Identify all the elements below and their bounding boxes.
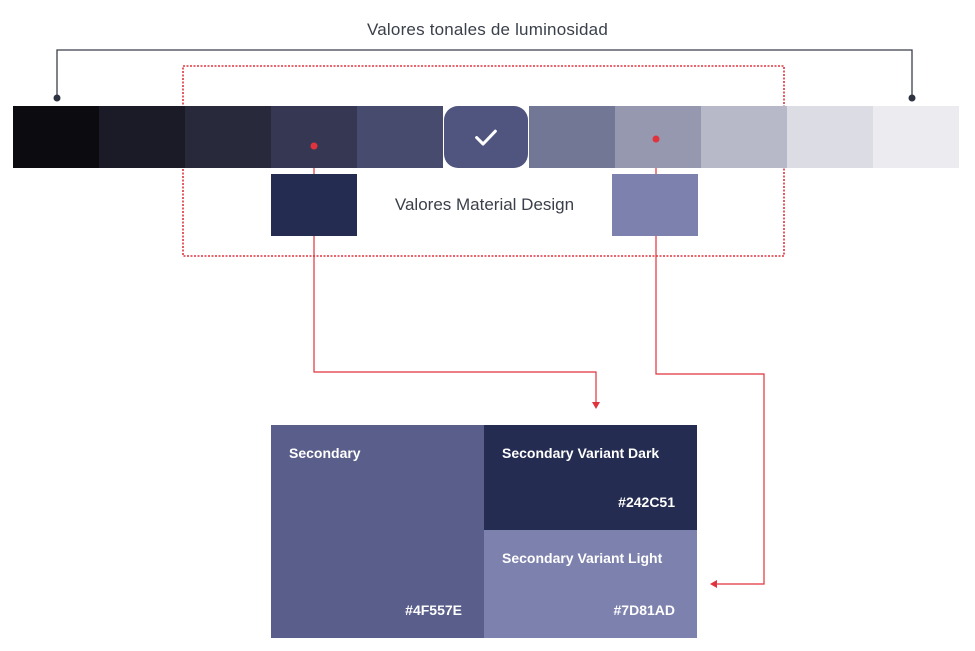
card-variant-light-name: Secondary Variant Light bbox=[502, 550, 663, 566]
arrow-head-down bbox=[592, 402, 600, 409]
material-swatch-dark bbox=[271, 174, 357, 236]
tonal-swatch-selected bbox=[444, 106, 528, 168]
tonal-swatch bbox=[99, 106, 185, 168]
tonal-swatch bbox=[13, 106, 99, 168]
tonal-swatch bbox=[271, 106, 357, 168]
card-secondary: Secondary #4F557E bbox=[271, 425, 484, 638]
tonal-swatch bbox=[529, 106, 615, 168]
card-secondary-name: Secondary bbox=[289, 445, 361, 461]
arrow-to-secondary bbox=[313, 146, 597, 403]
bracket-end-dot bbox=[908, 94, 916, 102]
material-swatch-light bbox=[612, 174, 698, 236]
card-variant-dark-name: Secondary Variant Dark bbox=[502, 445, 660, 461]
card-secondary-hex: #4F557E bbox=[405, 602, 462, 618]
check-icon bbox=[475, 129, 497, 146]
tonal-swatch bbox=[787, 106, 873, 168]
card-variant-light-hex: #7D81AD bbox=[613, 602, 675, 618]
tonal-swatch bbox=[357, 106, 443, 168]
range-bracket bbox=[56, 49, 913, 98]
tonal-swatch bbox=[701, 106, 787, 168]
card-variant-dark: Secondary Variant Dark #242C51 bbox=[484, 425, 697, 530]
diagram-title: Valores tonales de luminosidad bbox=[367, 20, 608, 39]
material-label: Valores Material Design bbox=[394, 195, 575, 214]
dot-light-source bbox=[652, 135, 660, 143]
card-variant-dark-hex: #242C51 bbox=[618, 494, 675, 510]
tonal-scale bbox=[13, 106, 959, 168]
bracket-start-dot bbox=[53, 94, 61, 102]
arrow-to-variant-light bbox=[655, 139, 765, 585]
arrow-head-left bbox=[710, 580, 717, 588]
dot-dark-source bbox=[310, 142, 318, 150]
tonal-swatch bbox=[873, 106, 959, 168]
tonal-swatch bbox=[185, 106, 271, 168]
card-variant-light: Secondary Variant Light #7D81AD bbox=[484, 530, 697, 638]
